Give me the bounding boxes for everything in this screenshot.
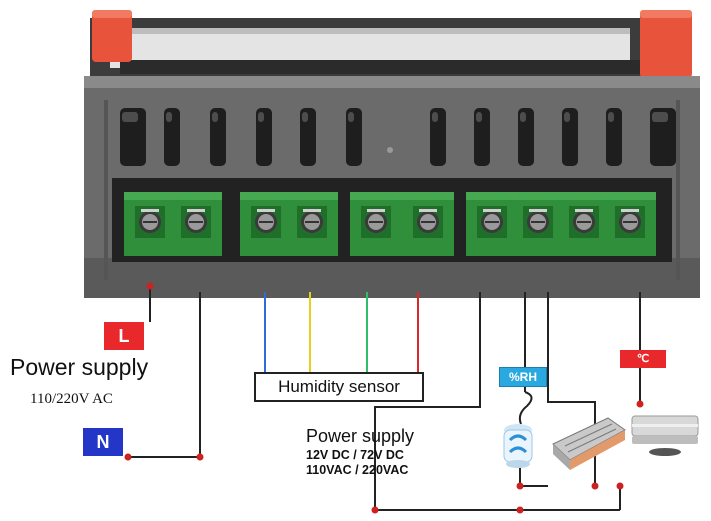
screw-terminal-icon — [251, 206, 281, 238]
screw-terminal-icon — [181, 206, 211, 238]
live-tag: L — [104, 322, 144, 350]
vent-slot — [518, 108, 534, 166]
vent-slot — [562, 108, 578, 166]
end-cap-right — [640, 10, 692, 78]
humidifier-icon — [503, 424, 533, 468]
vent-slot — [300, 108, 316, 166]
vent-slot — [256, 108, 272, 166]
heater-icon — [552, 417, 626, 470]
temperature-probe-icon — [631, 415, 699, 456]
screw-terminal-icon — [477, 206, 507, 238]
screw-terminal-icon — [569, 206, 599, 238]
power-supply-main-rating: 110/220V AC — [30, 391, 113, 407]
terminal-blocks — [124, 192, 656, 256]
power-supply-output-dc: 12V DC / 72V DC — [306, 448, 404, 462]
vent-slot — [430, 108, 446, 166]
screw-terminal-icon — [135, 206, 165, 238]
vent-slot — [606, 108, 622, 166]
neutral-tag: N — [83, 428, 123, 456]
screw-terminal-icon — [361, 206, 391, 238]
screw-terminal-icon — [523, 206, 553, 238]
vent-slot — [120, 108, 146, 166]
terminal-block — [240, 192, 338, 256]
vent-slot — [346, 108, 362, 166]
vent-slot — [210, 108, 226, 166]
temperature-tag: ℃ — [620, 350, 666, 368]
vent-slots — [120, 108, 676, 166]
vent-slot — [164, 108, 180, 166]
controller-top — [90, 18, 650, 80]
wire-rh-curl — [518, 391, 533, 425]
screw-terminal-icon — [297, 206, 327, 238]
housing-screw — [387, 147, 393, 153]
terminal-block — [350, 192, 402, 256]
terminal-block — [124, 192, 222, 256]
terminal-block — [466, 192, 656, 256]
junction-dots — [124, 282, 644, 514]
terminal-block — [402, 192, 454, 256]
power-supply-main-label: Power supply — [10, 354, 149, 380]
vent-slot — [474, 108, 490, 166]
power-supply-output-label: Power supply — [306, 426, 415, 446]
screw-terminal-icon — [413, 206, 443, 238]
screw-terminal-icon — [615, 206, 645, 238]
power-supply-output-ac: 110VAC / 220VAC — [306, 463, 409, 477]
wire-output-common — [374, 292, 620, 511]
humidity-tag: %RH — [499, 367, 547, 387]
humidity-sensor-label: Humidity sensor — [254, 372, 424, 402]
vent-slot — [650, 108, 676, 166]
end-cap-left — [92, 10, 132, 62]
